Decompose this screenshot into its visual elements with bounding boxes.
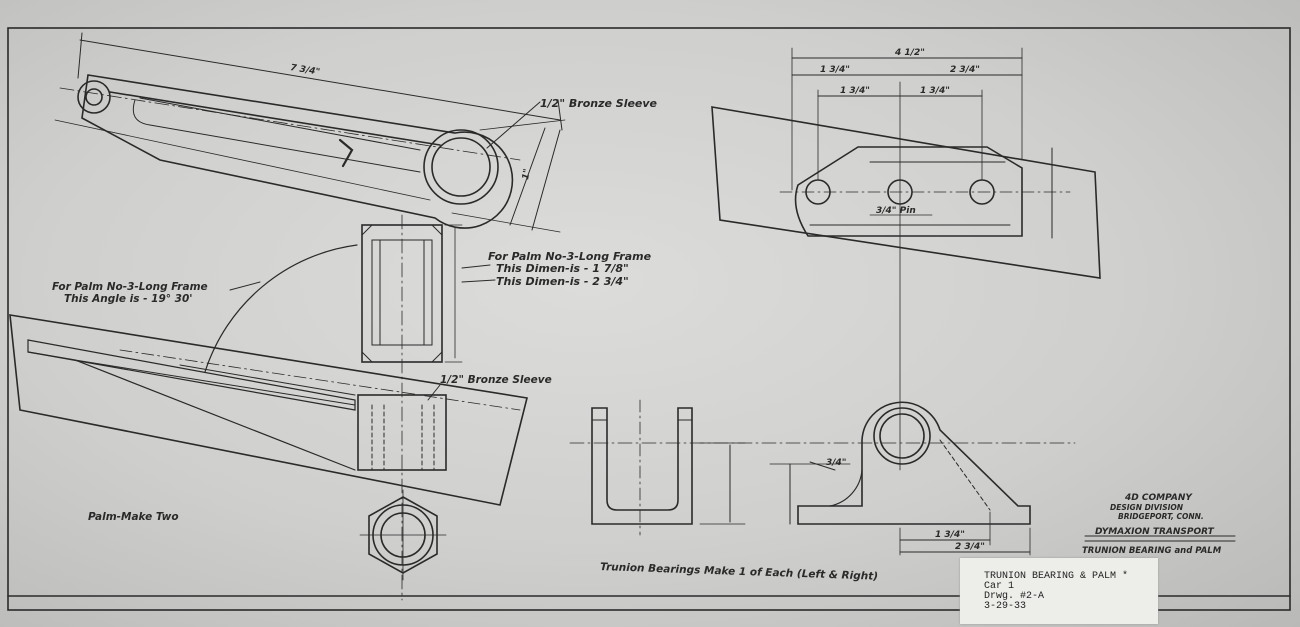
label-bronze-sleeve-mid: 1/2" Bronze Sleeve (440, 374, 552, 386)
dim-length-top: 7 3/4" (290, 63, 321, 78)
dim-angle: 3/4" (826, 458, 847, 468)
dim-d-lug: 1" (521, 168, 533, 181)
dim-d4: 1 3/4" (920, 86, 950, 96)
label-trunion-make: Trunion Bearings Make 1 of Each (Left & … (600, 561, 878, 583)
bracket-top-view (711, 47, 1101, 471)
dim-bot1: 1 3/4" (935, 530, 965, 540)
sleeve-section-view (357, 214, 463, 601)
palm-arm-view (54, 32, 566, 233)
trunion-bearing-side-view (769, 401, 1031, 556)
label-palm-note-line2: This Dimen-is - 1 7/8" (496, 262, 629, 275)
label-angle-note-line2: This Angle is - 19° 30' (64, 293, 193, 305)
title-location: BRIDGEPORT, CONN. (1118, 512, 1204, 521)
label-angle-note-line1: For Palm No-3-Long Frame (52, 281, 208, 293)
title-part: TRUNION BEARING and PALM (1082, 546, 1222, 556)
dim-d2: 2 3/4" (950, 65, 980, 75)
label-palm-make: Palm-Make Two (88, 511, 179, 523)
castle-nut-view (359, 489, 447, 581)
label-palm-note-line3: This Dimen-is - 2 3/4" (496, 275, 629, 288)
dim-d1: 1 3/4" (820, 65, 850, 75)
label-palm-note-line1: For Palm No-3-Long Frame (488, 250, 652, 263)
title-project: DYMAXION TRANSPORT (1095, 527, 1215, 537)
palm-side-view (9, 244, 528, 506)
title-division: DESIGN DIVISION (1110, 503, 1184, 512)
label-bronze-sleeve-top: 1/2" Bronze Sleeve (540, 97, 658, 110)
drawing-border (7, 27, 1291, 611)
dim-pin-dia: 3/4" Pin (876, 206, 916, 216)
u-channel-view (569, 399, 1076, 536)
title-company: 4D COMPANY (1124, 493, 1193, 503)
dim-overall-right: 4 1/2" (894, 48, 925, 58)
tag-line-car: Car 1 (984, 581, 1015, 592)
tag-line-drawing: Drwg. #2-A (984, 591, 1045, 602)
tag-line-date: 3-29-33 (984, 601, 1027, 612)
archive-label-tag: TRUNION BEARING & PALM * Car 1 Drwg. #2-… (960, 558, 1158, 624)
dim-d3: 1 3/4" (840, 86, 870, 96)
tag-line-title: TRUNION BEARING & PALM * (984, 571, 1129, 582)
dim-bot2: 2 3/4" (955, 542, 985, 552)
